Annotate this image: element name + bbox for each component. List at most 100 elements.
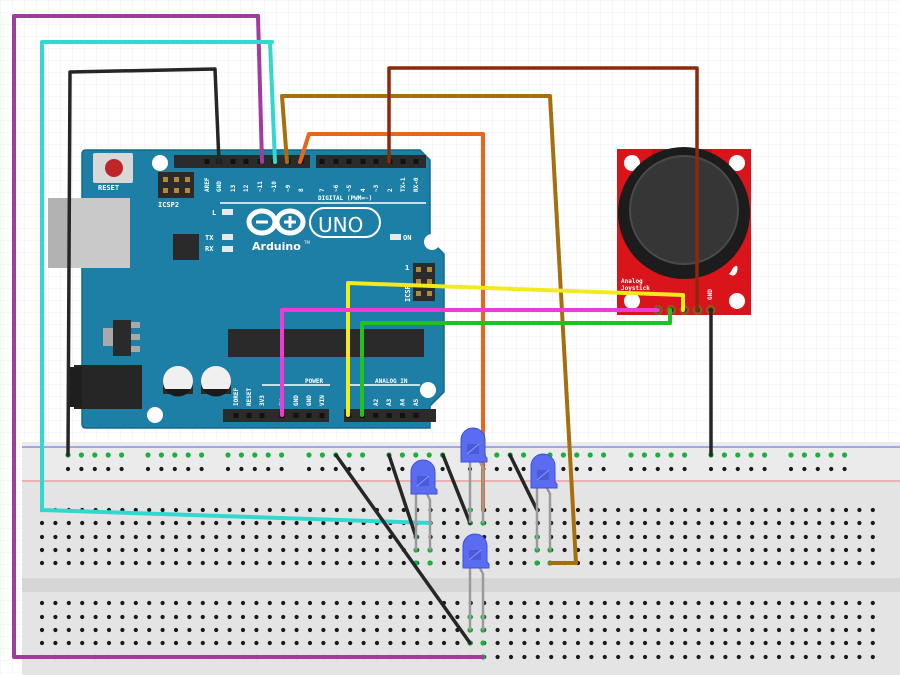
pin-label: A4 <box>400 398 407 406</box>
pin-label: AREF <box>204 177 211 192</box>
hole <box>93 640 98 646</box>
yellow-wire[interactable] <box>346 281 685 417</box>
led-on <box>390 234 401 240</box>
hole <box>106 600 112 606</box>
active-hole <box>92 452 98 458</box>
led-3[interactable] <box>530 453 558 550</box>
hole <box>522 520 527 526</box>
cyan-wire[interactable] <box>40 40 432 525</box>
hole <box>374 627 380 633</box>
hole <box>334 520 339 526</box>
leds <box>410 427 558 630</box>
hole <box>750 507 755 513</box>
icsp2-header <box>158 172 194 198</box>
hole <box>348 547 353 553</box>
hole <box>294 640 299 646</box>
hole <box>521 466 526 472</box>
jumper-wire[interactable] <box>334 453 472 645</box>
hole <box>736 627 741 633</box>
hole <box>857 614 862 620</box>
hole <box>736 507 741 513</box>
hole <box>455 507 460 513</box>
brown-wire[interactable] <box>280 94 578 565</box>
hole <box>723 507 728 513</box>
hole <box>709 600 715 606</box>
hole <box>790 520 795 526</box>
hole <box>160 547 165 553</box>
header-pin <box>293 413 299 418</box>
hole <box>200 640 205 646</box>
hole <box>173 534 179 540</box>
hole <box>106 640 112 646</box>
hole <box>133 547 138 553</box>
hole <box>239 466 244 472</box>
hole <box>763 654 768 660</box>
hole <box>80 560 85 566</box>
hole <box>776 520 782 526</box>
pin-label: A2 <box>373 398 380 406</box>
hole <box>616 547 621 553</box>
hole <box>803 520 808 526</box>
hole <box>616 520 621 526</box>
jumper-wire[interactable] <box>441 453 472 525</box>
hole <box>508 640 514 646</box>
hole <box>361 614 366 620</box>
black-gnd-wire[interactable] <box>66 67 221 457</box>
hole <box>696 654 701 660</box>
joystick-knob[interactable] <box>629 155 739 265</box>
hole <box>522 507 527 513</box>
hole <box>817 627 822 633</box>
hole <box>575 507 581 513</box>
purple-wire[interactable] <box>12 14 484 659</box>
active-hole <box>521 452 527 458</box>
pin-label: ~5 <box>346 184 353 192</box>
hole <box>199 466 204 472</box>
darkred-wire[interactable] <box>387 66 699 312</box>
hole <box>736 600 741 606</box>
hole <box>80 600 85 606</box>
hole <box>656 614 661 620</box>
hole <box>254 614 259 620</box>
led-4[interactable] <box>462 533 490 630</box>
hole <box>39 547 45 553</box>
hole <box>106 520 112 526</box>
hole <box>562 627 567 633</box>
hole <box>508 627 514 633</box>
header-pin <box>413 159 419 164</box>
jumper-wire[interactable] <box>508 453 539 512</box>
hole <box>227 640 232 646</box>
cyan-wire-up[interactable] <box>268 40 277 164</box>
capacitor <box>163 366 193 397</box>
hole <box>227 520 232 526</box>
led-1[interactable] <box>410 459 438 550</box>
magenta-wire[interactable] <box>280 308 660 417</box>
hole <box>843 534 849 540</box>
hole <box>374 534 380 540</box>
hole <box>334 560 339 566</box>
pin-label: 8 <box>298 188 305 192</box>
hole <box>508 614 514 620</box>
hole <box>388 560 393 566</box>
hole <box>361 640 366 646</box>
hole <box>106 534 112 540</box>
hole <box>722 466 727 472</box>
joystick-label-1: Analog <box>621 278 643 285</box>
hole <box>214 507 219 513</box>
green-wire[interactable] <box>360 308 672 417</box>
joystick-label-2: Joystick <box>621 285 650 292</box>
hole <box>589 560 594 566</box>
header-pin <box>373 413 379 418</box>
led-2[interactable] <box>460 427 488 523</box>
pin-label: IOREF <box>233 388 240 406</box>
hole <box>307 520 313 526</box>
hole <box>294 614 299 620</box>
hole <box>39 560 45 566</box>
jumper-wire[interactable] <box>387 453 418 539</box>
hole <box>750 640 755 646</box>
hole <box>214 600 219 606</box>
hole <box>803 654 808 660</box>
hole <box>857 507 862 513</box>
hole <box>495 560 500 566</box>
hole <box>830 654 835 660</box>
hole <box>187 547 192 553</box>
